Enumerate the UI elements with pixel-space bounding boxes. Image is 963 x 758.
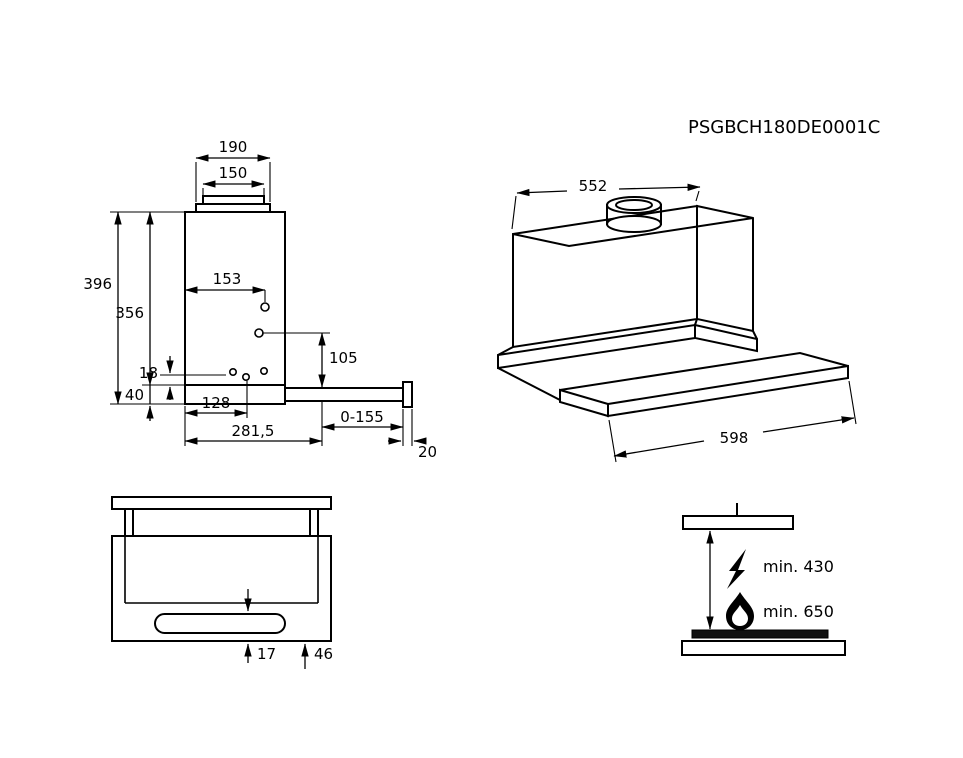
dim-width-3d: 552	[511, 177, 701, 230]
dim-label: 0-155	[340, 408, 384, 426]
collar-opening	[615, 199, 653, 211]
dim-hole-depth: 153	[184, 270, 266, 302]
dim-label: 356	[115, 304, 144, 322]
cooktop-surface	[691, 629, 829, 639]
hood-symbol	[682, 503, 794, 530]
dim-visor-height: 46	[301, 643, 333, 669]
dim-label: 18	[139, 364, 158, 382]
dim-hole-spacing: 128	[184, 394, 248, 417]
dim-duct-width: 150	[202, 164, 265, 188]
dim-hole-height: 105	[262, 332, 358, 388]
dim-label: 20	[418, 443, 437, 461]
duct-collar-3d	[606, 196, 662, 233]
mounting-hole	[259, 366, 268, 375]
dimension-line	[618, 183, 701, 191]
extension-lines	[511, 190, 700, 230]
dim-label: 552	[579, 177, 608, 195]
base-3d	[497, 318, 758, 370]
mounting-hole	[260, 302, 270, 312]
dim-label: 153	[213, 270, 242, 288]
dim-label: 128	[202, 394, 231, 412]
gas-clearance-label: min. 650	[763, 602, 834, 621]
drawing-code: PSGBCH180DE0001C	[688, 117, 880, 138]
visor-3d	[497, 351, 849, 418]
dim-label: 105	[329, 349, 358, 367]
dim-label: 17	[257, 645, 276, 663]
dim-label: 598	[720, 429, 749, 447]
perspective-view: 552 598	[497, 177, 857, 463]
mounting-hole	[242, 372, 251, 381]
handle-slot	[154, 613, 286, 634]
dim-label: 396	[83, 275, 112, 293]
dim-hole-offset: 18	[139, 356, 174, 400]
dim-label: 190	[219, 138, 248, 156]
front-view-inner-panel	[124, 536, 319, 604]
dim-label: 281,5	[232, 422, 275, 440]
dim-front-thickness: 20	[388, 437, 437, 461]
dimension-line	[613, 440, 705, 458]
flame-icon-inner	[732, 605, 748, 626]
front-view-outline	[111, 496, 332, 642]
dimension-line	[762, 416, 855, 433]
mounting-hole	[229, 367, 238, 376]
hood-body-outline	[184, 195, 413, 408]
dim-top-width: 190	[195, 138, 271, 162]
dim-label: 150	[219, 164, 248, 182]
front-view: 17 46	[111, 496, 333, 669]
dimension-line	[516, 188, 568, 197]
dim-body-height: 356	[115, 211, 154, 386]
clearance-view: min. 430 min. 650	[681, 503, 846, 656]
dim-visor-width-3d: 598	[608, 380, 857, 463]
counter-top	[681, 640, 846, 656]
dim-bottom-height: 40	[125, 385, 154, 421]
dim-slot-offset: 17	[244, 589, 276, 663]
electric-clearance-label: min. 430	[763, 557, 834, 576]
side-view: 190 150 396 356 18 40 153	[83, 138, 437, 461]
dim-total-height: 396	[83, 211, 122, 405]
dim-label: 46	[314, 645, 333, 663]
collar-sides	[606, 204, 662, 225]
lightning-icon	[727, 549, 746, 589]
dim-label: 40	[125, 386, 144, 404]
collar-base	[606, 215, 662, 233]
dim-body-depth: 281,5	[184, 422, 323, 445]
dim-telescopic-range: 0-155	[321, 408, 404, 431]
